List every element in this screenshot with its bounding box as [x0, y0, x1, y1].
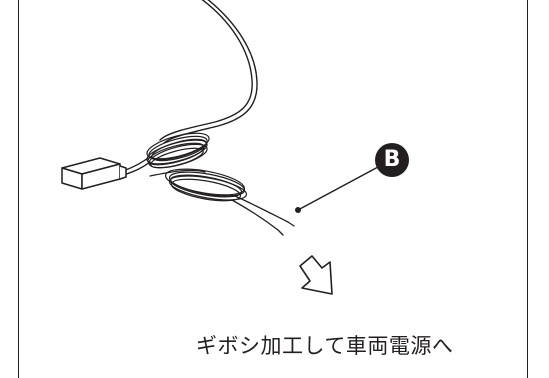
bare-leads: [231, 195, 295, 236]
part-marker-b: B: [375, 143, 409, 177]
power-box-icon: [61, 157, 127, 190]
hollow-down-right-arrow-icon: [299, 255, 333, 295]
figure-frame: [18, 0, 528, 378]
instruction-caption: ギボシ加工して車両電源へ: [196, 334, 454, 358]
leader-line: [295, 166, 379, 213]
coiled-cable-icon: [146, 132, 210, 169]
main-cable: [159, 0, 258, 144]
lead-coil: [149, 168, 248, 202]
